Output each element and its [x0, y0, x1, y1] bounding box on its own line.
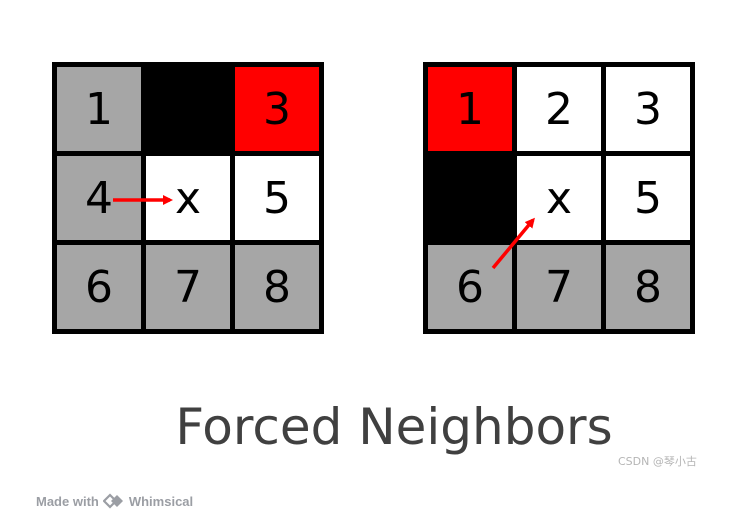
grid-2-cell-obstacle: [428, 156, 512, 240]
grid-2-cell-5: 5: [606, 156, 690, 240]
diagram-title: Forced Neighbors: [175, 398, 613, 456]
arrow-6-to-x: [491, 217, 535, 270]
grid-1-cell-1: 1: [57, 67, 141, 151]
grid-1-cell-5: 5: [235, 156, 319, 240]
grid-1-cell-3: 3: [235, 67, 319, 151]
grid-1-cell-x: x: [146, 156, 230, 240]
whimsical-brand: Whimsical: [128, 493, 194, 509]
grid-1-cell-8: 8: [235, 245, 319, 329]
grid-2-cell-1: 1: [428, 67, 512, 151]
grid-2-cell-6: 6: [428, 245, 512, 329]
grid-2-cell-2: 2: [517, 67, 601, 151]
grid-1-cell-7: 7: [146, 245, 230, 329]
grid-1-cell-obstacle: [146, 67, 230, 151]
watermark: CSDN @琴小古: [618, 455, 697, 468]
grid-1-cell-4: 4: [57, 156, 141, 240]
made-with-badge[interactable]: Made with Whimsical: [36, 493, 193, 509]
made-with-label: Made with: [36, 493, 99, 509]
grid-2-cell-8: 8: [606, 245, 690, 329]
grid-2-cell-7: 7: [517, 245, 601, 329]
grid-2-cell-3: 3: [606, 67, 690, 151]
grid-1-cell-6: 6: [57, 245, 141, 329]
whimsical-logo-icon: [102, 493, 123, 509]
